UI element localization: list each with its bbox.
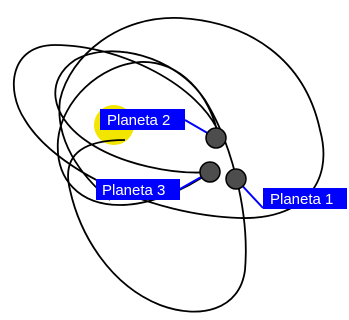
planet-2-label-bg [100, 109, 185, 130]
planet-group [199, 127, 247, 190]
planet-2-label: Planeta 2 [100, 109, 185, 130]
planet-3-label-bg [96, 179, 180, 200]
label-group: Planeta 2 Planeta 3 Planeta 1 [96, 109, 347, 209]
planet-3-label: Planeta 3 [96, 179, 180, 200]
planet-1-label: Planeta 1 [263, 188, 347, 209]
planet-1 [225, 168, 247, 190]
orbit-3 [56, 61, 219, 206]
planet-3-label-text: Planeta 3 [102, 182, 165, 199]
planet-3 [199, 161, 221, 183]
planet-1-label-bg [263, 188, 347, 209]
planet-2-label-text: Planeta 2 [107, 112, 170, 129]
planet-1-label-text: Planeta 1 [270, 191, 333, 208]
planet-2 [205, 127, 227, 149]
orbit-group [12, 17, 325, 313]
